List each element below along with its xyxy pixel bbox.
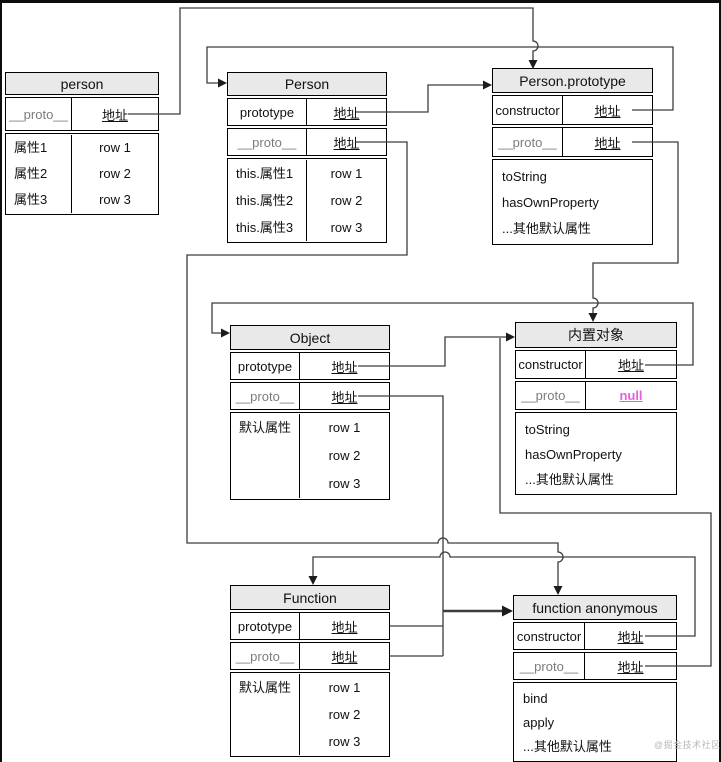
row-value: 地址 [331,359,358,375]
section-item: ...其他默认属性 [525,472,614,487]
prop-key: this.属性1 [236,166,294,181]
row-value: null [619,388,643,403]
row-key: prototype [231,353,300,379]
row-value: 地址 [617,659,644,675]
row-key: __proto__ [231,383,300,409]
row-key: __proto__ [516,382,586,409]
table-row: __proto__ 地址 [230,382,390,410]
table-header: Person [227,72,387,96]
watermark: @掘金技术社区 [654,740,721,750]
row-value: 地址 [617,358,644,373]
row-key: constructor [516,351,586,378]
row-value: 地址 [101,107,128,123]
table-row: constructor 地址 [492,95,653,125]
table-header: 内置对象 [515,322,677,348]
prop-value: row 1 [330,166,363,181]
table-header: Function [230,585,390,610]
props-section: 默认属性 row 1 row 2 row 3 [230,412,390,500]
row-key: __proto__ [228,129,307,155]
frame-border-top [0,0,721,3]
props-section: 默认属性 row 1 row 2 row 3 [230,672,390,757]
prop-key: 属性2 [14,166,48,181]
row-value: 地址 [331,649,358,665]
table-row: __proto__ null [515,381,677,410]
section-item: hasOwnProperty [502,195,599,210]
prop-value: row 3 [330,220,363,235]
row-key: prototype [228,99,307,125]
prop-value: row 2 [330,193,363,208]
prop-key: this.属性2 [236,193,294,208]
table-person: person __proto__ 地址属性1 属性2 属性3 row 1 row 2 row … [5,72,159,217]
table-builtin-object: 内置对象 constructor 地址 __proto__ null toString ha… [515,322,677,497]
prop-value: row 3 [328,734,361,749]
table-row: __proto__ 地址 [492,127,653,157]
prop-key: this.属性3 [236,220,294,235]
table-Person-prototype: Person.prototype constructor 地址 __proto__ 地址… [492,68,653,247]
table-Object: Object prototype 地址 __proto__ 地址默认属性 row 1 row… [230,325,390,502]
section-item: hasOwnProperty [525,447,622,462]
table-row: __proto__ 地址 [513,652,677,680]
section-label: 默认属性 [239,680,292,695]
row-key: prototype [231,613,300,639]
row-value: 地址 [333,135,360,151]
prop-key: 属性1 [14,140,48,155]
table-row: __proto__ 地址 [230,642,390,670]
section-item: toString [502,169,547,184]
table-header: Object [230,325,390,350]
table-row: constructor 地址 [515,350,677,379]
table-row: constructor 地址 [513,622,677,650]
table-row: __proto__ 地址 [227,128,387,156]
prop-value: row 2 [99,166,131,181]
prop-value: row 2 [328,448,361,463]
row-value: 地址 [331,619,358,635]
table-header: person [5,72,159,95]
section-item: toString [525,422,570,437]
row-value: 地址 [594,135,621,151]
section-item: apply [523,715,555,730]
row-value: 地址 [617,629,644,645]
row-value: 地址 [331,389,358,405]
section-item: bind [523,691,548,706]
table-row: prototype 地址 [230,612,390,640]
frame-border-left [0,0,2,762]
default-props-section: bind apply ...其他默认属性 [513,682,677,762]
frame-border-right [719,0,721,762]
table-row: __proto__ 地址 [5,97,159,131]
row-key: __proto__ [493,128,563,156]
default-props-section: toString hasOwnProperty ...其他默认属性 [492,159,653,245]
table-Function: Function prototype 地址 __proto__ 地址默认属性 row 1 r… [230,585,390,759]
table-row: prototype 地址 [230,352,390,380]
prop-value: row 1 [328,420,361,435]
table-header: function anonymous [513,595,677,620]
row-key: constructor [514,623,585,649]
prop-value: row 1 [328,680,361,695]
table-row: prototype 地址 [227,98,387,126]
row-key: __proto__ [514,653,585,679]
prop-value: row 3 [99,192,131,207]
row-key: __proto__ [231,643,300,669]
row-key: constructor [493,96,563,124]
default-props-section: toString hasOwnProperty ...其他默认属性 [515,412,677,495]
prop-value: row 1 [99,140,131,155]
row-value: 地址 [594,103,621,119]
row-value: 地址 [333,105,360,121]
prop-key: 属性3 [14,192,48,207]
section-item: ...其他默认属性 [523,739,612,754]
table-header: Person.prototype [492,68,653,93]
props-section: 属性1 属性2 属性3 row 1 row 2 row 3 [5,133,159,215]
row-key: __proto__ [6,98,72,130]
props-section: this.属性1 this.属性2 this.属性3 row 1 row 2 row 3 [227,158,387,243]
section-label: 默认属性 [239,420,292,435]
prop-value: row 2 [328,707,361,722]
prop-value: row 3 [328,476,361,491]
section-item: ...其他默认属性 [502,221,591,236]
